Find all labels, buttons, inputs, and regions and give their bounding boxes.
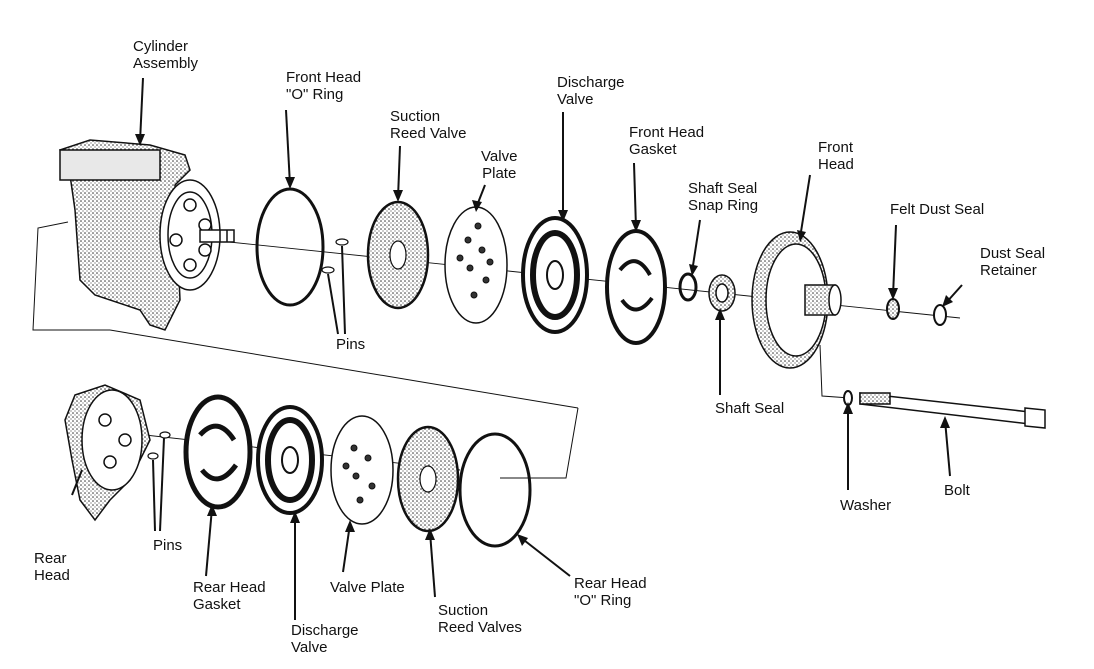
front-head-gasket-part xyxy=(605,229,667,345)
shaft-seal-part xyxy=(708,274,736,312)
rear-head-o-ring-part xyxy=(458,432,532,548)
shaft-seal-snap-ring-part xyxy=(678,272,698,302)
pins-top-part xyxy=(321,238,349,274)
discharge-valve-bottom-part xyxy=(256,405,324,515)
suction-reed-valves-part xyxy=(396,425,460,533)
front-head-o-ring-part xyxy=(255,187,325,307)
dust-seal-retainer-part xyxy=(933,304,947,326)
bolt-part xyxy=(859,392,1046,429)
rear-head-gasket-part xyxy=(183,394,253,510)
label-rear-head-o-ring: Rear Head"O" Ring xyxy=(574,575,647,609)
valve-plate-bottom-part xyxy=(330,415,394,525)
label-pins-bottom: Pins xyxy=(153,537,183,554)
leader-lines xyxy=(71,77,963,620)
valve-plate-top-part xyxy=(444,206,508,324)
leader-arrowheads xyxy=(135,134,953,546)
label-felt-dust-seal: Felt Dust Seal xyxy=(890,201,985,218)
suction-reed-valve-part xyxy=(366,200,430,310)
label-washer: Washer xyxy=(840,497,892,514)
label-front-head-o-ring: Front Head"O" Ring xyxy=(286,69,362,103)
cylinder-assembly-part xyxy=(59,139,235,331)
label-shaft-seal: Shaft Seal xyxy=(715,400,785,417)
felt-dust-seal-part xyxy=(886,298,900,320)
pins-bottom-part xyxy=(147,431,171,460)
assembly-outline xyxy=(32,221,851,479)
label-bolt: Bolt xyxy=(944,482,970,499)
label-valve-plate-bottom: Valve Plate xyxy=(330,579,405,596)
label-pins-top: Pins xyxy=(336,336,366,353)
front-head-part xyxy=(751,231,842,369)
discharge-valve-top-part xyxy=(521,216,589,334)
rear-head-part xyxy=(64,384,151,522)
